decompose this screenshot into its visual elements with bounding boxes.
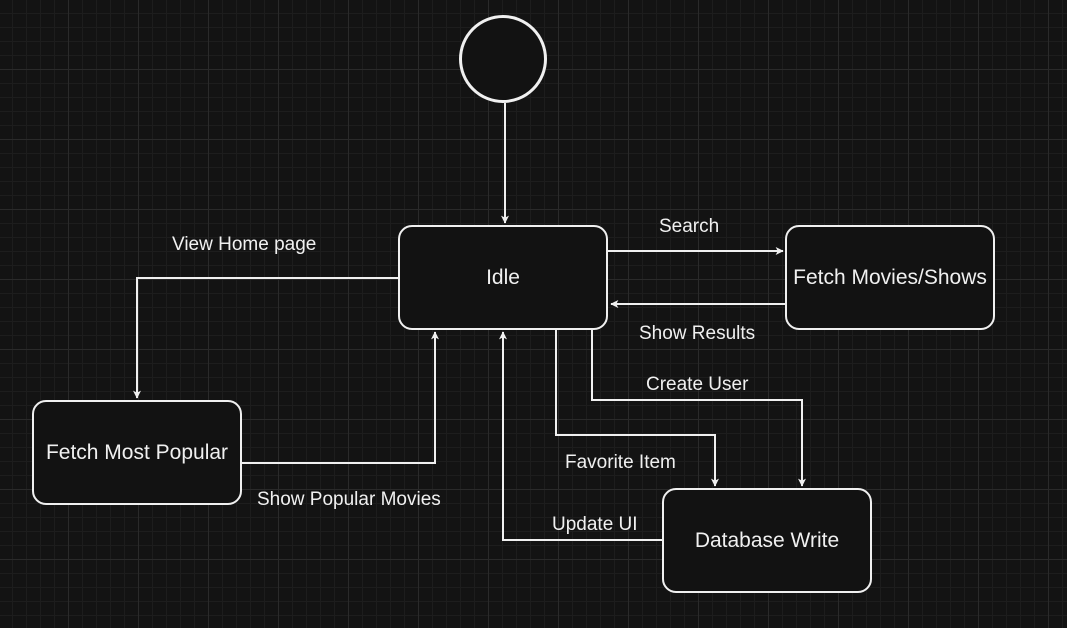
node-idle[interactable]: Idle — [398, 225, 608, 330]
node-database-write[interactable]: Database Write — [662, 488, 872, 593]
node-fetch-movies-shows-label: Fetch Movies/Shows — [793, 265, 987, 289]
edge-label-show-results: Show Results — [639, 323, 756, 344]
edge-label-create-user: Create User — [646, 374, 749, 395]
edge-view-home — [133, 277, 398, 399]
edge-label-search: Search — [659, 216, 720, 237]
edge-label-update-ui: Update UI — [552, 514, 638, 535]
edge-label-view-home: View Home page — [172, 234, 317, 255]
edge-show-popular — [242, 331, 439, 464]
node-fetch-movies-shows[interactable]: Fetch Movies/Shows — [785, 225, 995, 330]
node-fetch-most-popular[interactable]: Fetch Most Popular — [32, 400, 242, 505]
node-idle-label: Idle — [486, 265, 520, 289]
edge-update-ui — [499, 331, 662, 541]
edge-favorite-item — [555, 330, 719, 487]
node-database-write-label: Database Write — [694, 528, 840, 552]
edge-label-favorite-item: Favorite Item — [565, 452, 676, 473]
edge-label-show-popular: Show Popular Movies — [257, 489, 441, 510]
start-state — [459, 15, 547, 103]
node-fetch-most-popular-label: Fetch Most Popular — [45, 440, 229, 464]
edge-create-user — [591, 330, 806, 487]
